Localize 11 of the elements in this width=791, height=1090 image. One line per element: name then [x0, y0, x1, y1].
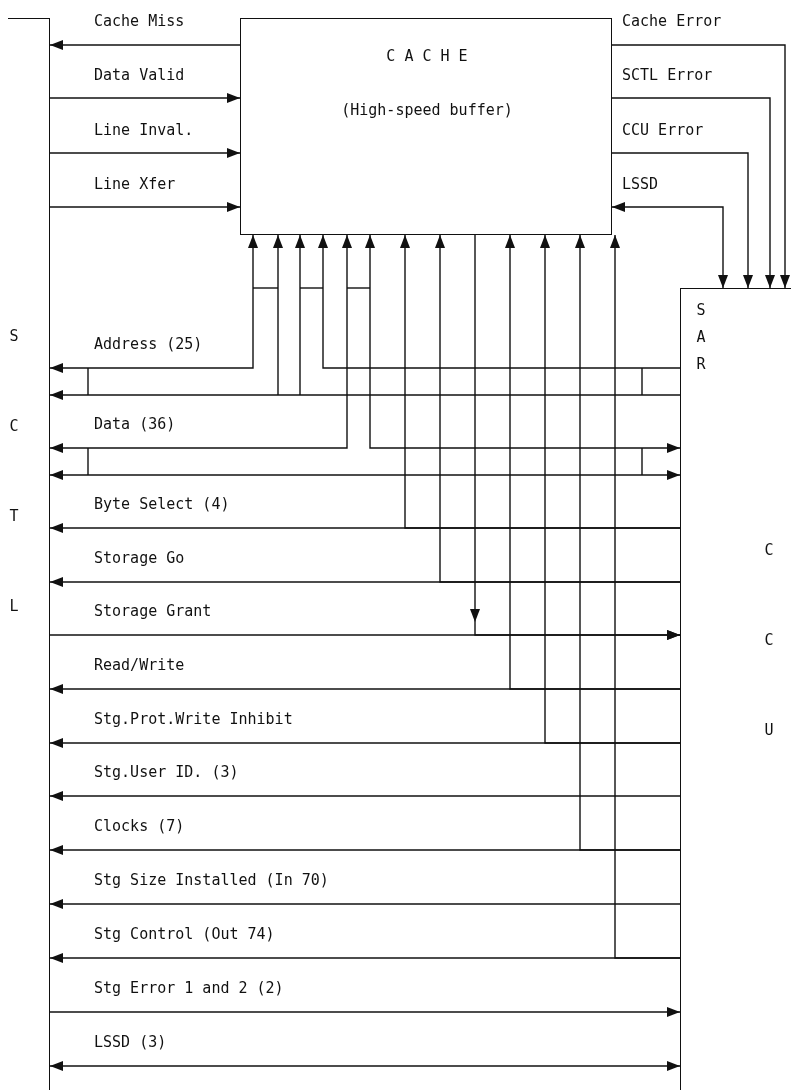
unit-box [8, 18, 50, 1090]
unit-name: C C U [763, 540, 775, 741]
cache-unit-box [240, 18, 612, 235]
unit-box [680, 288, 791, 1090]
unit-name: C A C H E [385, 47, 469, 65]
unit-subtitle: (High-speed buffer) [340, 101, 514, 119]
unit-name: S C T L [8, 326, 20, 617]
signal-label: Read/Write [92, 656, 187, 674]
section-name: S A R [695, 300, 707, 375]
signal-label: Storage Go [92, 549, 187, 567]
signal-label: Stg.Prot.Write Inhibit [92, 710, 295, 728]
